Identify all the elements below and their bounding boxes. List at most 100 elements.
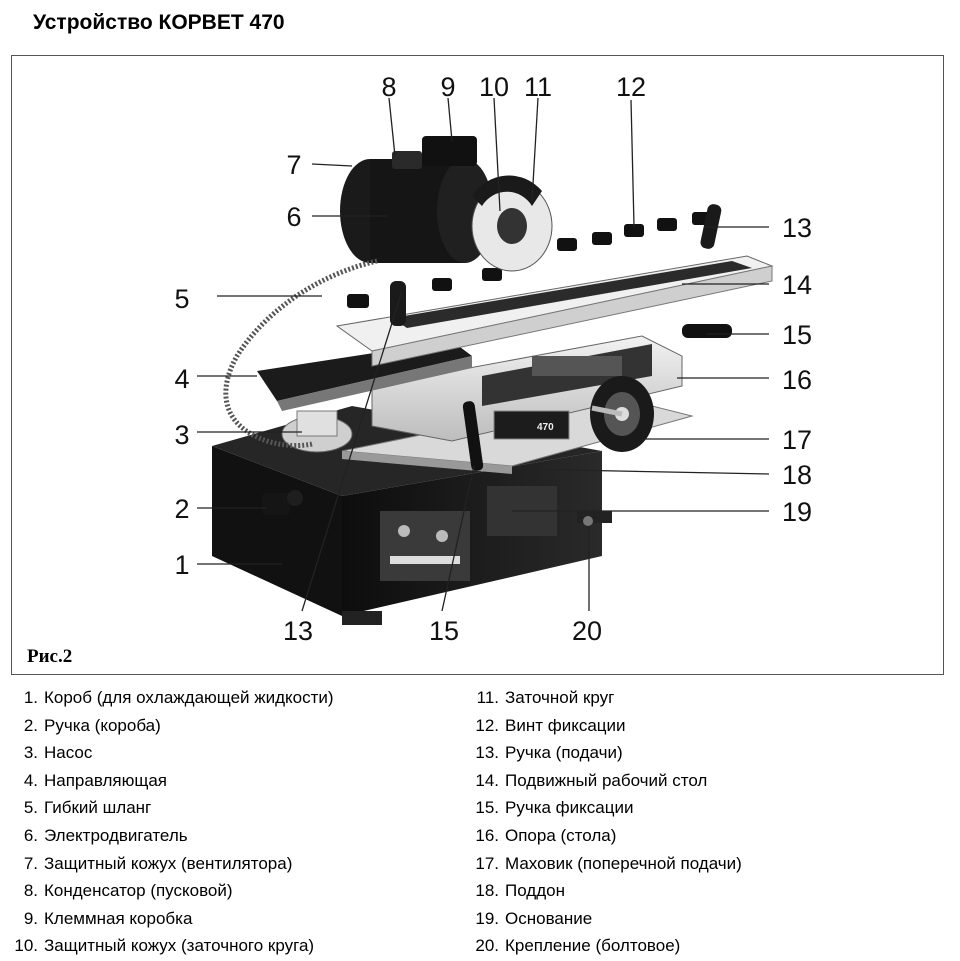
legend-text: Маховик (поперечной подачи) [505,853,742,873]
callout-4: 4 [174,364,189,394]
legend-number: 14. [475,770,499,790]
legend-item: 18. Поддон [472,877,742,905]
legend-text: Подвижный рабочий стол [505,770,708,790]
legend-number: 7. [23,853,38,873]
legend-text: Заточной круг [505,688,615,707]
callout-20: 20 [572,616,602,646]
leader-lines [197,97,770,612]
legend-item: 15. Ручка фиксации [472,794,742,822]
legend-text: Ручка фиксации [505,798,634,818]
callout-13-top: 13 [782,213,812,243]
legend-text: Короб (для охлаждающей жидкости) [44,688,334,707]
callout-5: 5 [174,284,189,314]
legend-item: 1. Короб (для охлаждающей жидкости) [10,684,334,712]
callout-labels: 8 9 10 11 12 7 6 13 14 5 15 4 16 3 17 18… [174,72,812,646]
legend-right-column: 11. Заточной круг 12. Винт фиксации 13. Руч… [472,684,742,960]
legend-number: 8. [23,881,38,901]
legend-text: Конденсатор (пусковой) [44,881,233,901]
callout-15-right: 15 [782,320,812,350]
legend-item: 5. Гибкий шланг [10,794,334,822]
brand-plate: 470 [493,410,570,440]
legend-number: 9. [23,908,38,928]
callout-3: 3 [174,420,189,450]
legend-left-column: 1. Короб (для охлаждающей жидкости) 2. Руч… [10,684,334,960]
legend-number: 19. [475,908,499,928]
svg-text:470: 470 [537,422,554,433]
legend-text: Гибкий шланг [44,798,152,818]
legend-number: 12. [475,715,499,735]
legend-text: Защитный кожух (вентилятора) [44,853,293,873]
legend-number: 11. [476,688,499,707]
legend-text: Направляющая [44,770,168,790]
figure-label: Рис.2 [27,646,73,667]
callout-18: 18 [782,460,812,490]
legend-number: 13. [475,743,499,763]
legend-item: 6. Электродвигатель [10,822,334,850]
legend-item: 13. Ручка (подачи) [472,739,742,767]
legend-item: 12. Винт фиксации [472,712,742,740]
flexible-hose [223,258,378,448]
legend-item: 16. Опора (стола) [472,822,742,850]
callout-13-bottom: 13 [283,616,313,646]
legend-item: 19. Основание [472,905,742,933]
legend-item: 2. Ручка (короба) [10,712,334,740]
mounting-feet [342,511,612,625]
legend-text: Крепление (болтовое) [505,936,681,956]
callout-16: 16 [782,365,812,395]
legend-text: Основание [505,908,593,928]
legend-item: 14. Подвижный рабочий стол [472,767,742,795]
callout-14: 14 [782,270,812,300]
legend-number: 20. [475,936,499,956]
page-title: Устройство КОРВЕТ 470 [33,11,285,34]
legend-item: 20. Крепление (болтовое) [472,932,742,960]
grinding-wheel [471,175,553,272]
legend-text: Поддон [505,881,565,901]
table-support [371,335,683,442]
moving-worktable [335,255,774,367]
legend-number: 18. [475,881,499,901]
legend-text: Насос [44,743,93,763]
legend-item: 7. Защитный кожух (вентилятора) [10,850,334,878]
callout-19: 19 [782,497,812,527]
callout-1: 1 [174,550,189,580]
callout-6: 6 [286,202,301,232]
legend-text: Защитный кожух (заточного круга) [44,936,315,956]
legend-item: 10. Защитный кожух (заточного круга) [10,932,334,960]
legend-number: 17. [475,853,499,873]
legend-item: 3. Насос [10,739,334,767]
machine-figure: 470 [174,72,812,646]
legend-number: 6. [23,825,38,845]
legend-number: 2. [23,715,38,735]
legend-text: Опора (стола) [505,825,617,845]
legend-item: 11. Заточной круг [472,684,742,712]
legend-item: 8. Конденсатор (пусковой) [10,877,334,905]
handwheel [590,376,654,452]
legend-item: 9. Клеммная коробка [10,905,334,933]
legend-number: 4. [23,770,38,790]
legend-number: 1. [23,688,38,707]
legend-text: Ручка (короба) [44,715,161,735]
callout-7: 7 [286,150,301,180]
legend-text: Клеммная коробка [44,908,193,928]
callout-15-bottom: 15 [429,616,459,646]
legend-number: 15. [475,798,499,818]
legend-number: 5. [23,798,38,818]
legend-item: 4. Направляющая [10,767,334,795]
callout-12: 12 [616,72,646,102]
legend-text: Винт фиксации [505,715,626,735]
callout-11: 11 [524,72,552,102]
electric-motor [340,136,493,263]
legend-number: 10. [14,936,38,956]
figure-frame: 470 [11,55,944,675]
callout-8: 8 [381,72,396,102]
box-handle [262,490,303,515]
callout-2: 2 [174,494,189,524]
callout-10: 10 [479,72,509,102]
legend-number: 16. [475,825,499,845]
callout-9: 9 [440,72,455,102]
callout-17: 17 [782,425,812,455]
legend-text: Ручка (подачи) [505,743,623,763]
legend-number: 3. [23,743,38,763]
legend-item: 17. Маховик (поперечной подачи) [472,850,742,878]
legend-text: Электродвигатель [44,825,188,845]
